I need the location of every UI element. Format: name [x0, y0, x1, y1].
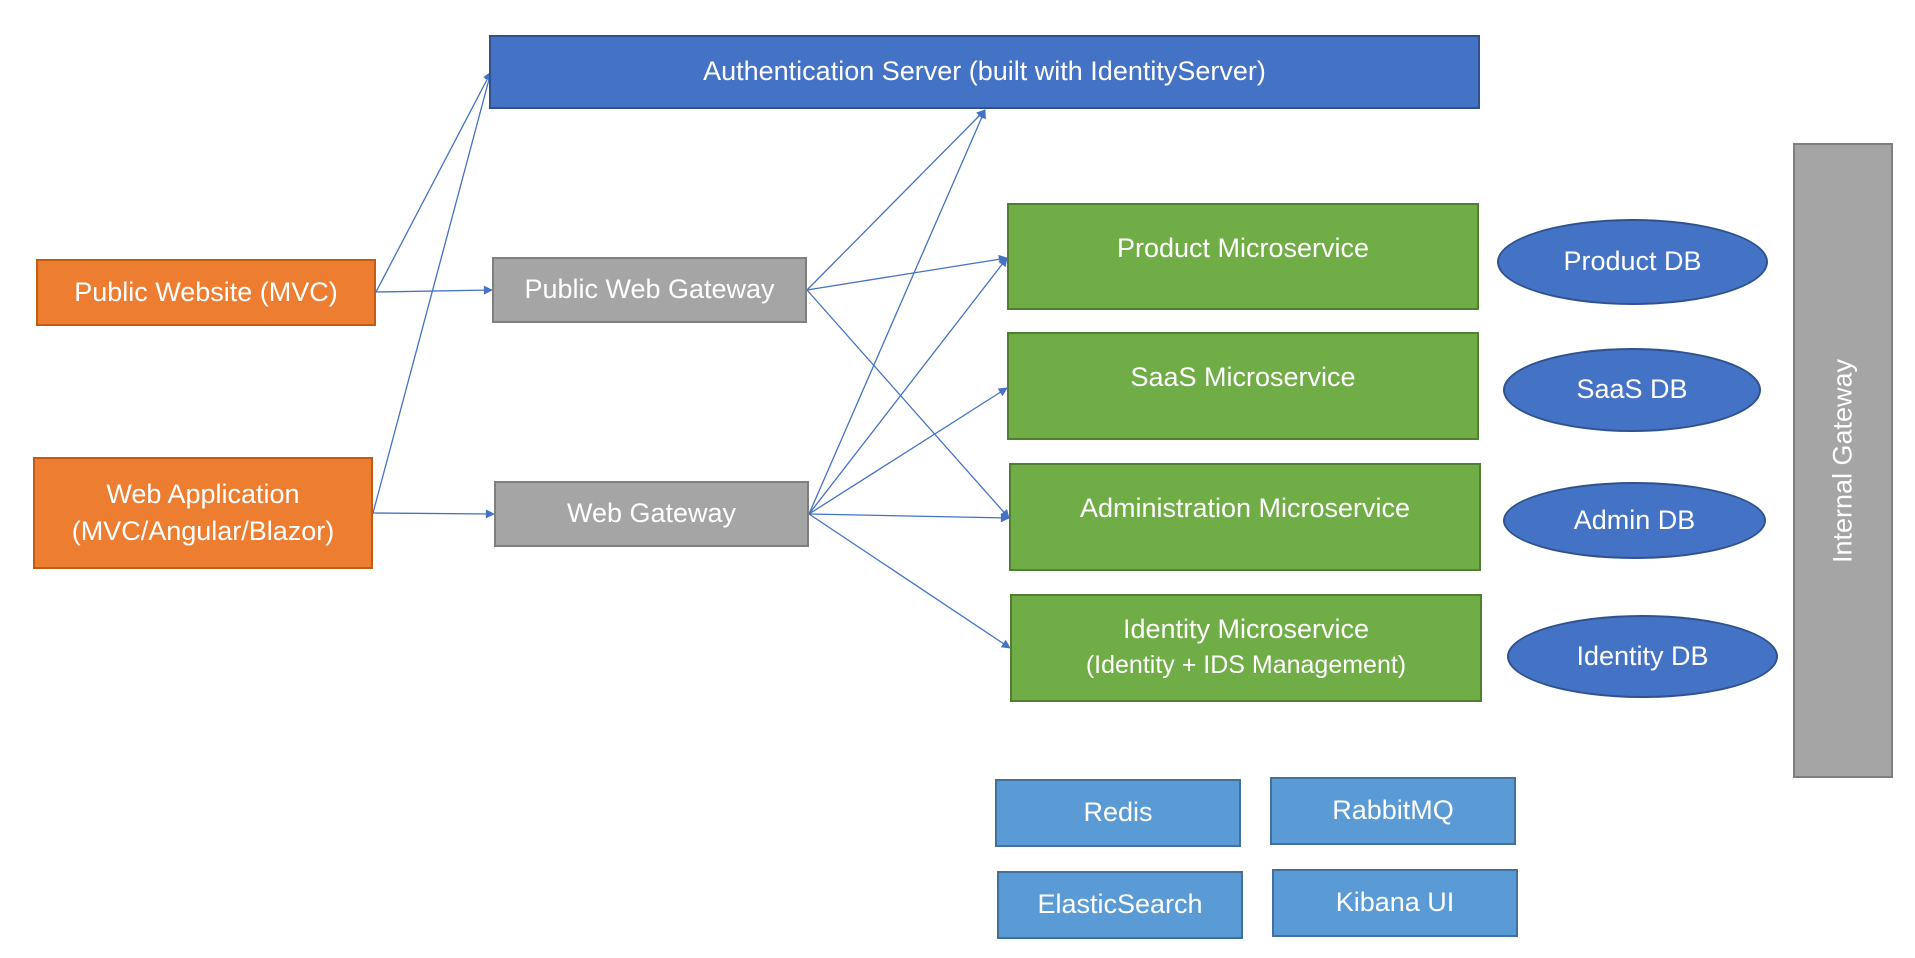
edge-public-web-gateway-to-product-microservice	[806, 254, 1008, 291]
saas-microservice-label: SaaS Microservice	[1130, 362, 1356, 392]
internal-gateway[interactable]: Internal Gateway	[1793, 143, 1893, 778]
redis-label: Redis	[1083, 797, 1153, 828]
rabbitmq-label: RabbitMQ	[1332, 795, 1454, 826]
administration-microservice-label: Administration Microservice	[1079, 493, 1411, 523]
identity-db-label: Identity DB	[1576, 640, 1709, 671]
public-website-label: Public Website (MVC)	[74, 276, 338, 307]
kibana-box[interactable]: Kibana UI	[1272, 869, 1518, 937]
admin-db[interactable]: Admin DB	[1503, 482, 1766, 559]
public-web-gateway[interactable]: Public Web Gateway	[492, 257, 807, 323]
edge-public-website-to-public-web-gateway	[375, 285, 493, 295]
product-db[interactable]: Product DB	[1497, 219, 1768, 305]
web-gateway-label: Web Gateway	[566, 498, 737, 529]
public-website[interactable]: Public Website (MVC)	[36, 259, 376, 326]
web-application-label-line1: Web Application	[106, 478, 300, 509]
saas-db-label: SaaS DB	[1576, 374, 1688, 405]
identity-microservice-label-line2: (Identity + IDS Management)	[1085, 651, 1407, 680]
elasticsearch-box[interactable]: ElasticSearch	[997, 871, 1243, 939]
edge-public-website-to-auth-server	[375, 71, 492, 293]
product-microservice[interactable]: Product Microservice	[1007, 203, 1479, 310]
auth-server-label: Authentication Server (built with Identi…	[703, 56, 1266, 87]
saas-microservice[interactable]: SaaS Microservice	[1007, 332, 1479, 440]
public-web-gateway-label: Public Web Gateway	[524, 274, 775, 305]
kibana-label: Kibana UI	[1335, 887, 1455, 918]
edge-web-gateway-to-administration-microservice	[808, 513, 1010, 523]
auth-server[interactable]: Authentication Server (built with Identi…	[489, 35, 1480, 109]
edge-public-web-gateway-to-administration-microservice	[806, 289, 1010, 519]
edge-web-gateway-to-identity-microservice	[808, 513, 1011, 649]
admin-db-label: Admin DB	[1573, 504, 1696, 535]
rabbitmq-box[interactable]: RabbitMQ	[1270, 777, 1516, 845]
product-microservice-label: Product Microservice	[1116, 233, 1370, 263]
identity-microservice-label-line1: Identity Microservice	[1122, 614, 1370, 644]
saas-db[interactable]: SaaS DB	[1503, 348, 1761, 432]
identity-db[interactable]: Identity DB	[1507, 615, 1778, 698]
web-gateway[interactable]: Web Gateway	[494, 481, 809, 547]
edge-web-gateway-to-saas-microservice	[808, 387, 1008, 515]
identity-microservice[interactable]: Identity Microservice (Identity + IDS Ma…	[1010, 594, 1482, 702]
elasticsearch-label: ElasticSearch	[1037, 889, 1203, 920]
edge-public-web-gateway-to-auth-server	[806, 109, 986, 291]
redis-box[interactable]: Redis	[995, 779, 1241, 847]
edge-web-application-to-web-gateway	[372, 509, 495, 519]
product-db-label: Product DB	[1563, 246, 1702, 277]
administration-microservice[interactable]: Administration Microservice	[1009, 463, 1481, 571]
edge-web-gateway-to-auth-server	[808, 109, 986, 515]
edge-web-application-to-auth-server	[372, 71, 494, 514]
internal-gateway-label: Internal Gateway	[1827, 358, 1858, 563]
web-application[interactable]: Web Application (MVC/Angular/Blazor)	[33, 457, 373, 569]
edge-web-gateway-to-product-microservice	[808, 257, 1008, 515]
web-application-label-line2: (MVC/Angular/Blazor)	[71, 516, 335, 546]
